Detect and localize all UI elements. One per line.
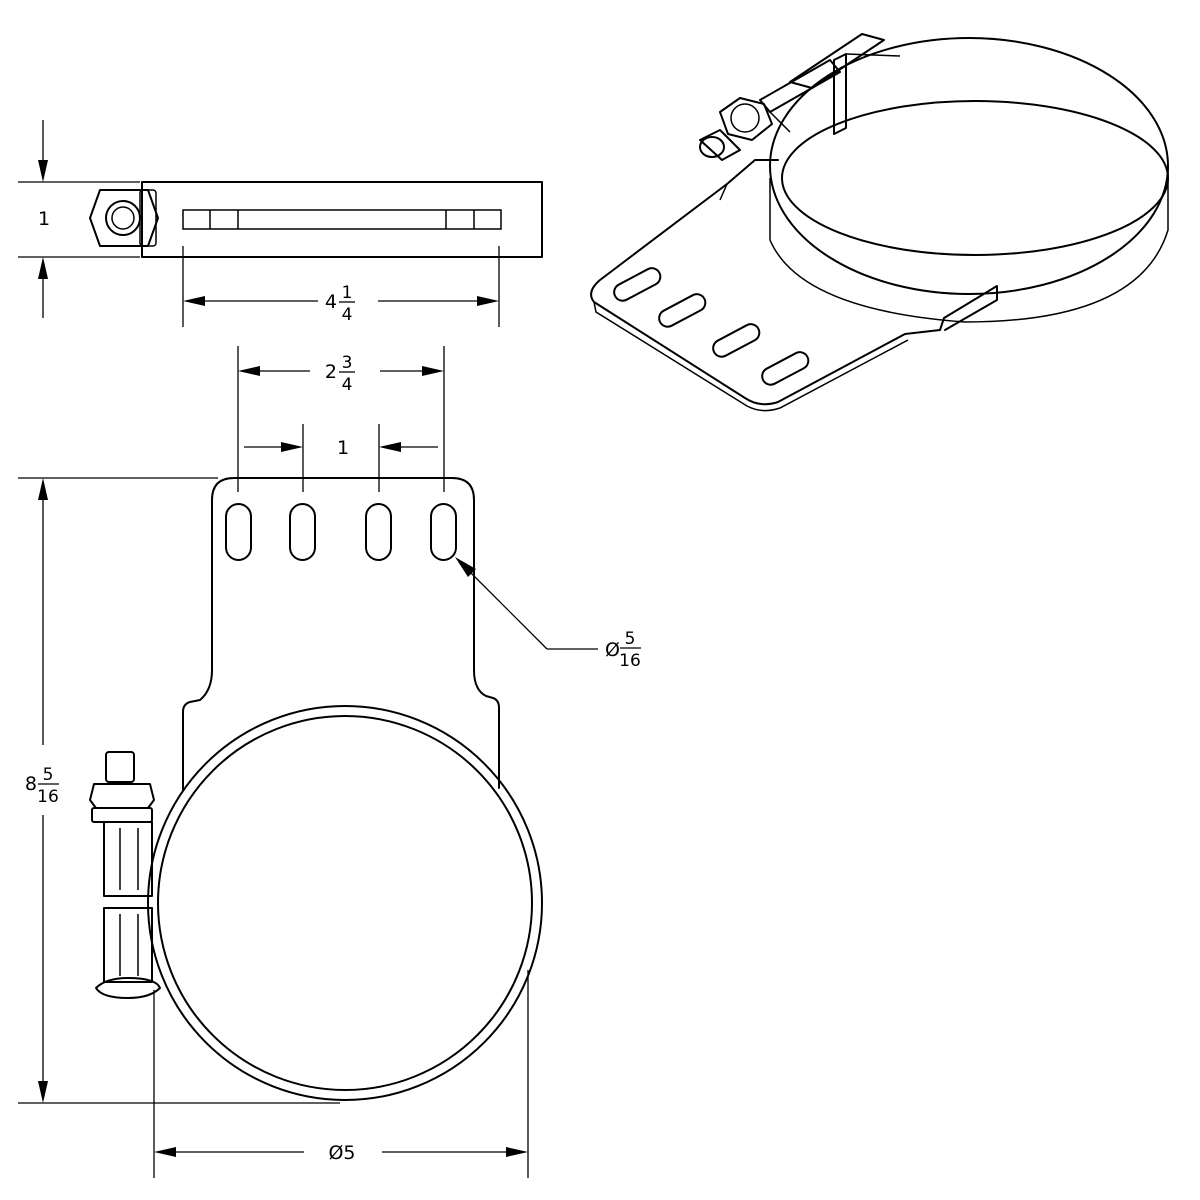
top-view-hex-nut	[89, 189, 159, 247]
dim-slot-pitch-label: 1	[337, 437, 349, 459]
clamp-ring-outer	[147, 705, 543, 1101]
dim-slot-pitch: 1	[244, 424, 438, 492]
bolt-head	[95, 977, 161, 999]
dim-overall-width-num: 1	[342, 283, 353, 303]
top-view-bracket-strip	[141, 181, 543, 258]
dim-top-height: 1	[18, 120, 140, 318]
dim-clamp-diameter-label: Ø5	[328, 1142, 355, 1164]
dim-overall-width: 4 1 4	[182, 246, 500, 327]
dim-slot-span: 2 3 4	[237, 346, 445, 492]
dim-slot-diameter-prefix: Ø	[605, 639, 620, 661]
iso-split-tab	[833, 53, 847, 135]
dim-overall-height: 8 5 16	[18, 477, 340, 1104]
slot-2	[289, 503, 316, 561]
front-slots	[225, 503, 457, 561]
front-bracket-outline	[182, 477, 500, 791]
housing-upper	[103, 821, 153, 897]
slot-1	[225, 503, 252, 561]
top-view-slot-channel	[182, 209, 502, 230]
slot-3	[365, 503, 392, 561]
iso-bolt-assembly	[699, 33, 885, 161]
nut	[89, 783, 155, 809]
dim-top-height-label: 1	[38, 208, 50, 230]
dim-slot-diameter: Ø 5 16	[455, 557, 641, 671]
isometric-view	[590, 33, 1169, 412]
iso-ring-inner	[781, 100, 1169, 256]
dim-overall-height-num: 5	[43, 765, 54, 785]
iso-slots	[613, 267, 810, 386]
dim-overall-height-whole: 8	[25, 773, 37, 795]
dim-slot-span-den: 4	[342, 375, 353, 395]
clamp-ring-inner	[157, 715, 533, 1091]
washer	[91, 807, 153, 823]
front-bolt-assembly	[89, 751, 161, 999]
dim-slot-diameter-den: 16	[619, 651, 641, 671]
dim-overall-width-den: 4	[342, 305, 353, 325]
dim-slot-span-num: 3	[342, 353, 353, 373]
dim-clamp-diameter: Ø5	[153, 970, 529, 1178]
dim-slot-span-whole: 2	[325, 361, 337, 383]
top-view: 1 4 1 4	[18, 120, 543, 327]
iso-mounting-plate	[590, 183, 998, 406]
dim-overall-height-den: 16	[37, 787, 59, 807]
dim-overall-width-whole: 4	[325, 291, 337, 313]
front-view: 2 3 4 1 Ø 5 16	[18, 346, 641, 1178]
slot-4	[430, 503, 457, 561]
dim-slot-diameter-num: 5	[625, 629, 636, 649]
bolt-tip	[105, 751, 135, 783]
housing-lower	[103, 907, 153, 983]
